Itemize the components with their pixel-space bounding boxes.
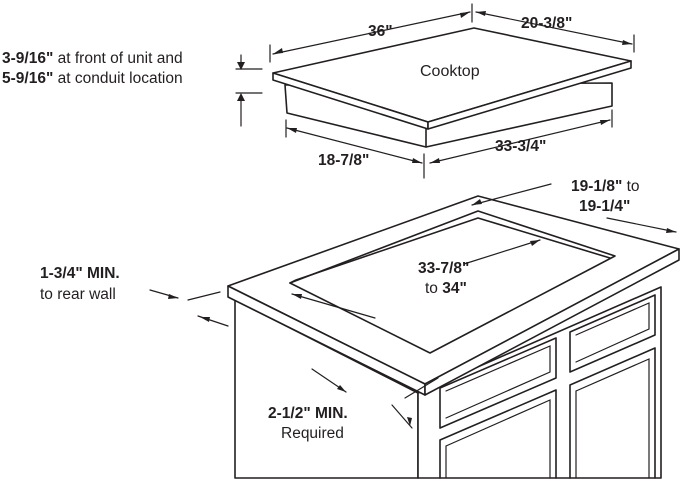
door-right bbox=[569, 347, 656, 479]
cooktop-glass-side bbox=[427, 60, 632, 130]
front-clearance-value: 2-1/2" MIN. bbox=[268, 405, 348, 422]
cutout-depth-value-2: 19-1/4" bbox=[579, 198, 630, 215]
drawer-left bbox=[439, 337, 557, 429]
height-front-value: 3-9/16" bbox=[2, 50, 53, 67]
body-depth-label: 18-7/8" bbox=[318, 152, 369, 169]
cabinet-dimensions bbox=[149, 183, 677, 429]
cutout-depth-to: to bbox=[622, 178, 639, 195]
door-left bbox=[439, 389, 557, 479]
cutout-width-label-line2: to 34" bbox=[425, 280, 467, 297]
cooktop-labels: Cooktop 36" 20-3/8" 3-9/16" at front of … bbox=[2, 15, 572, 169]
drawer-right bbox=[569, 294, 656, 373]
cutout-depth-value-1: 19-1/8" bbox=[571, 178, 622, 195]
cooktop-depth-label: 20-3/8" bbox=[521, 15, 572, 32]
cabinet-labels: 19-1/8" to 19-1/4" 33-7/8" to 34" 1-3/4"… bbox=[40, 178, 640, 442]
cutout-width-value-2: 34" bbox=[442, 280, 467, 297]
cutout-width-value-1: 33-7/8" bbox=[418, 260, 469, 277]
countertop-side-edge bbox=[424, 248, 680, 396]
height-conduit-value: 5-9/16" bbox=[2, 70, 53, 87]
rear-clearance-text: to rear wall bbox=[40, 286, 116, 303]
rear-clearance-value: 1-3/4" MIN. bbox=[40, 265, 120, 282]
cutout-inner-edge bbox=[289, 217, 611, 284]
cooktop-dimensions bbox=[235, 3, 635, 179]
cooktop-label: Cooktop bbox=[420, 63, 480, 80]
cutout-depth-label-line1: 19-1/8" to bbox=[571, 178, 640, 195]
height-conduit-label: 5-9/16" at conduit location bbox=[2, 70, 183, 87]
cutout-width-to: to bbox=[425, 280, 442, 297]
cabinet-front bbox=[417, 286, 662, 479]
height-front-label: 3-9/16" at front of unit and bbox=[2, 50, 183, 67]
cooktop-width-label: 36" bbox=[368, 23, 393, 40]
height-conduit-text: at conduit location bbox=[53, 70, 182, 87]
cooktop-illustration bbox=[272, 27, 632, 148]
height-front-text: at front of unit and bbox=[53, 50, 182, 67]
front-clearance-text: Required bbox=[281, 425, 344, 442]
body-width-label: 33-3/4" bbox=[495, 138, 546, 155]
